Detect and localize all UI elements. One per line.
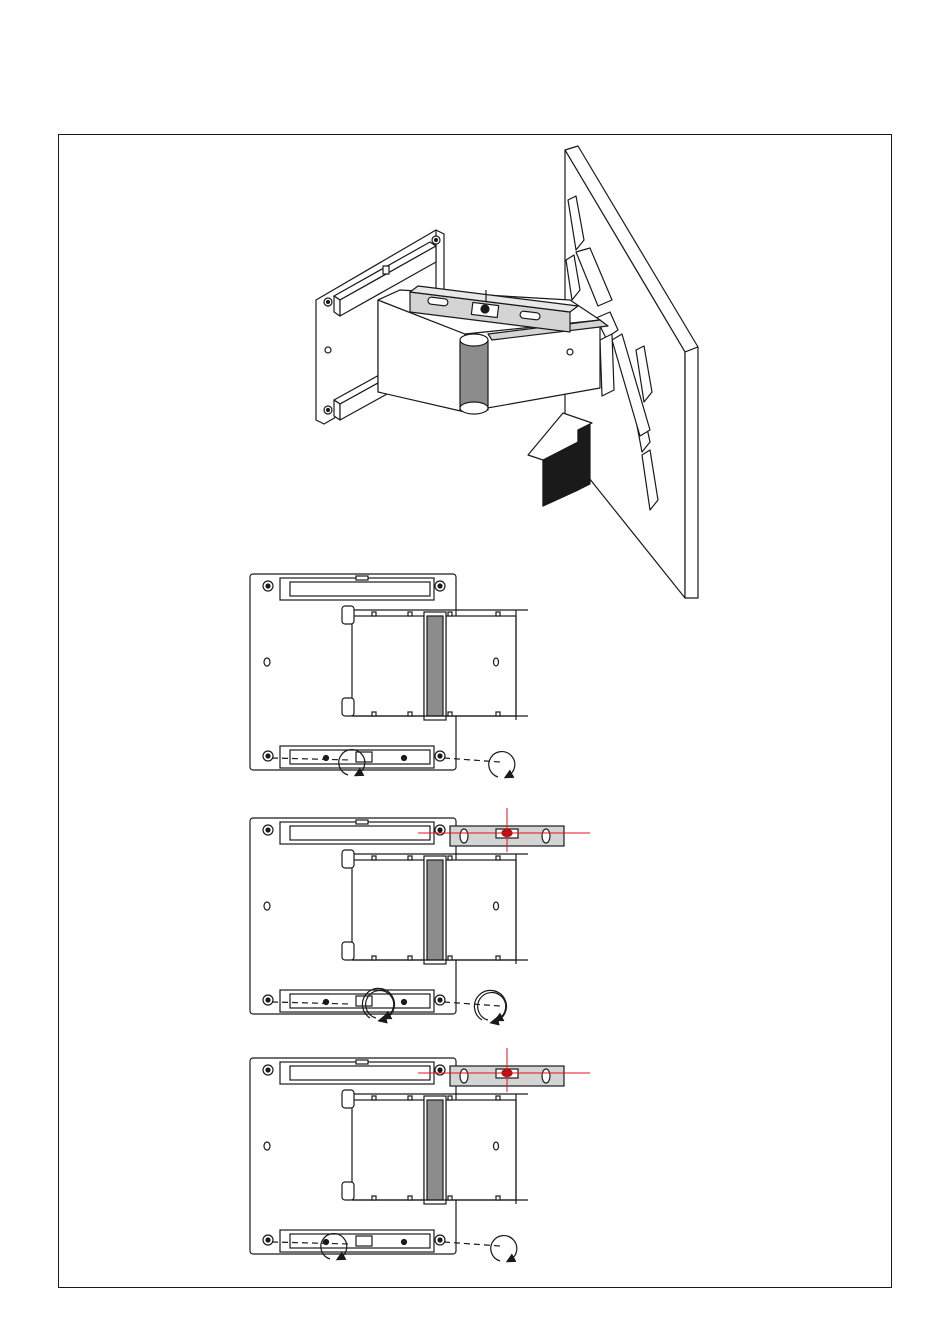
screw bbox=[402, 756, 407, 761]
rotate-arrow-icon bbox=[474, 990, 506, 1022]
mount-hole-center bbox=[266, 828, 270, 832]
rivet bbox=[408, 956, 412, 960]
pivot-barrel bbox=[427, 1100, 443, 1200]
rivet bbox=[448, 1096, 452, 1100]
slot-hole bbox=[264, 658, 270, 666]
arm-hole bbox=[494, 902, 499, 910]
arm-hole bbox=[494, 1142, 499, 1150]
step-2 bbox=[250, 808, 590, 1022]
adjust-arrow-right bbox=[474, 990, 506, 1022]
mount-hole-center bbox=[438, 828, 442, 832]
screw bbox=[402, 1240, 407, 1245]
level-slot bbox=[542, 1069, 550, 1083]
hinge-top bbox=[342, 1090, 354, 1108]
arm-box-right bbox=[446, 616, 516, 716]
step-1 bbox=[250, 574, 528, 777]
top-rail-clip bbox=[356, 820, 368, 824]
arm-box-left bbox=[352, 616, 424, 716]
hinge-bottom bbox=[342, 1182, 354, 1200]
rivet bbox=[448, 612, 452, 616]
level-slot bbox=[542, 829, 550, 843]
arm-hole bbox=[494, 658, 499, 666]
hinge-top bbox=[342, 606, 354, 624]
mount-hole-center bbox=[266, 754, 270, 758]
top-rail-inner bbox=[290, 582, 430, 596]
screw bbox=[402, 1000, 407, 1005]
rotate-arrow-right bbox=[491, 1236, 517, 1261]
mount-hole-center bbox=[266, 998, 270, 1002]
rivet bbox=[408, 1196, 412, 1200]
rivet bbox=[372, 1096, 376, 1100]
rivet bbox=[448, 1196, 452, 1200]
rivet bbox=[372, 1196, 376, 1200]
rivet bbox=[496, 1096, 500, 1100]
level-slot bbox=[460, 1069, 468, 1083]
arm-box-left bbox=[352, 1100, 424, 1200]
rotate-arrow-icon bbox=[491, 1236, 517, 1261]
arm-box-right bbox=[446, 1100, 516, 1200]
mount-hole-center bbox=[266, 1238, 270, 1242]
rivet bbox=[496, 1196, 500, 1200]
rivet bbox=[496, 712, 500, 716]
hinge-bottom bbox=[342, 698, 354, 716]
rivet bbox=[408, 612, 412, 616]
step-3 bbox=[250, 1048, 590, 1261]
push-up-arrow bbox=[528, 413, 592, 506]
mount-hole-center bbox=[438, 998, 442, 1002]
pivot-barrel bbox=[427, 616, 443, 716]
rivet bbox=[496, 612, 500, 616]
rivet bbox=[408, 856, 412, 860]
rivet bbox=[448, 712, 452, 716]
rivet bbox=[408, 712, 412, 716]
isometric-view bbox=[316, 146, 698, 598]
rotate-arrow-icon bbox=[478, 992, 506, 1020]
top-rail-clip bbox=[356, 576, 368, 580]
pivot-barrel bbox=[427, 860, 443, 960]
rotate-arrow-right bbox=[489, 752, 515, 777]
rivet bbox=[496, 856, 500, 860]
rivet bbox=[448, 856, 452, 860]
mount-hole-center bbox=[438, 754, 442, 758]
mount-hole-center bbox=[438, 1068, 442, 1072]
rotate-arrow-icon bbox=[489, 752, 515, 777]
rivet bbox=[372, 856, 376, 860]
slot-hole bbox=[264, 1142, 270, 1150]
mount-hole-center bbox=[438, 584, 442, 588]
level-slot bbox=[460, 829, 468, 843]
rivet bbox=[372, 712, 376, 716]
top-rail-inner bbox=[290, 1066, 430, 1080]
rivet bbox=[496, 956, 500, 960]
rivet bbox=[408, 1096, 412, 1100]
arm-box-left bbox=[352, 860, 424, 960]
rivet bbox=[448, 956, 452, 960]
mount-hole-center bbox=[266, 584, 270, 588]
mount-hole-center bbox=[266, 1068, 270, 1072]
arm-box-right bbox=[446, 860, 516, 960]
hinge-top bbox=[342, 850, 354, 868]
hinge-bottom bbox=[342, 942, 354, 960]
mount-hole-center bbox=[438, 1238, 442, 1242]
rail-label bbox=[356, 1236, 372, 1246]
top-rail-inner bbox=[290, 826, 430, 840]
top-rail-clip bbox=[356, 1060, 368, 1064]
slot-hole bbox=[264, 902, 270, 910]
rivet bbox=[372, 956, 376, 960]
rivet bbox=[372, 612, 376, 616]
